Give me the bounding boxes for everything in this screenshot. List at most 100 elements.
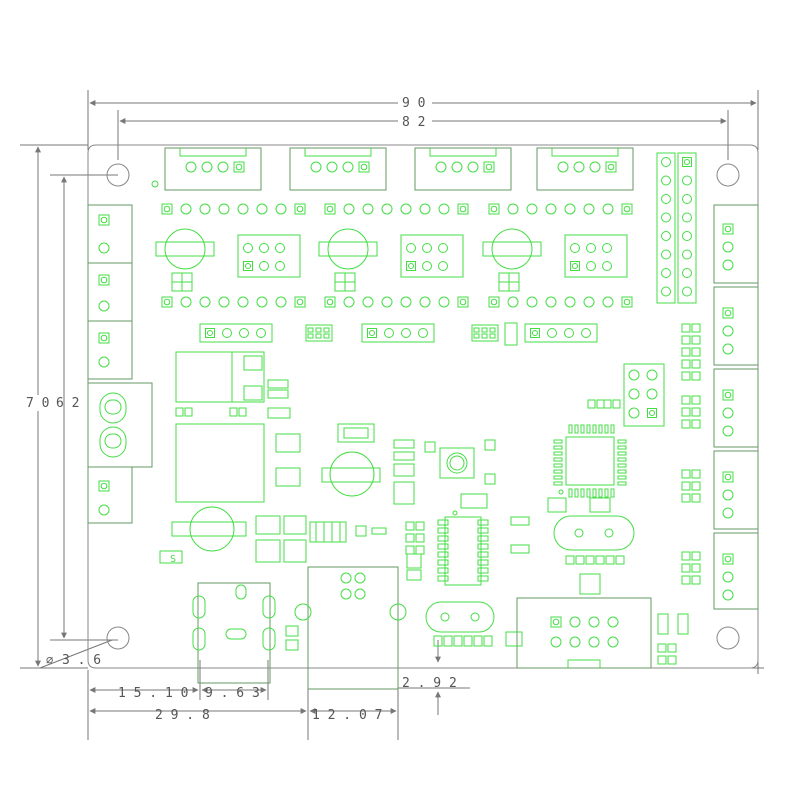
smd-pad <box>691 419 701 429</box>
pad-circle <box>661 268 671 278</box>
mcu-pin <box>604 424 609 434</box>
smd-pad <box>323 327 330 333</box>
smd-pad <box>275 467 301 487</box>
smd-pad <box>393 451 415 461</box>
mounting-hole <box>106 626 130 650</box>
pad-hole <box>490 205 498 213</box>
mcu-pin <box>592 488 597 498</box>
pad-circle <box>467 161 479 173</box>
pad-circle <box>438 261 448 271</box>
connector-key <box>304 148 372 157</box>
mcu-pin <box>617 439 627 444</box>
capacitor <box>327 228 369 270</box>
pad-circle <box>526 296 538 308</box>
board-outline <box>87 144 759 669</box>
bottom-header-outline <box>516 597 652 669</box>
connector-key <box>429 148 497 157</box>
smd-pad <box>229 407 238 417</box>
pad-circle <box>602 261 612 271</box>
smd-pad <box>159 550 183 564</box>
pad-circle <box>722 241 734 253</box>
pad-circle <box>586 243 596 253</box>
smd-pad <box>323 333 330 339</box>
smd-pad <box>243 355 263 371</box>
pad-hole <box>724 391 732 399</box>
power-jack-pin <box>99 426 127 458</box>
smd-pad <box>415 533 425 543</box>
smd-pad <box>285 625 299 637</box>
pad-hole <box>100 334 108 342</box>
pad-hole <box>623 205 631 213</box>
dim-height-total: 7 0 <box>26 396 49 411</box>
usb-shell-pin <box>262 595 276 619</box>
pad-circle <box>275 203 287 215</box>
dim-height-holes: 6 2 <box>56 396 79 411</box>
pad-circle <box>586 261 596 271</box>
pad-circle <box>381 203 393 215</box>
jumper-outline <box>564 234 628 278</box>
smd-pad <box>612 399 621 409</box>
right-terminal-outline <box>713 368 759 448</box>
capacitor <box>329 451 375 497</box>
pad-circle <box>401 328 411 338</box>
smd-pad <box>489 333 496 339</box>
pad-circle <box>422 243 432 253</box>
pad-square <box>98 274 110 286</box>
pad-square <box>722 307 734 319</box>
smd-pad <box>255 539 281 563</box>
cap-pad <box>171 521 247 537</box>
jumper-outline <box>237 234 301 278</box>
mcu-pin <box>553 481 563 486</box>
pad-square <box>205 328 215 338</box>
smd-pad <box>473 635 483 647</box>
smd-pad <box>443 635 453 647</box>
cap-box <box>337 423 375 443</box>
pad-hole <box>296 205 304 213</box>
smd-pad <box>505 631 523 647</box>
pad-circle <box>564 296 576 308</box>
mcu-body <box>565 436 615 486</box>
mcu-pin <box>586 488 591 498</box>
pad-square <box>722 389 734 401</box>
pad-square <box>98 480 110 492</box>
fiducial <box>151 180 159 188</box>
smd-pad <box>587 399 596 409</box>
pad-circle <box>180 296 192 308</box>
pad-circle <box>661 286 671 297</box>
smd-pad <box>691 347 701 357</box>
pad-circle <box>682 286 692 297</box>
button-actuator <box>449 455 465 471</box>
cap-pad <box>321 467 381 483</box>
smd-pad <box>283 515 307 535</box>
pad-circle <box>354 588 366 600</box>
pad-square <box>98 332 110 344</box>
mcu-pin <box>580 488 585 498</box>
connector-key <box>551 148 619 157</box>
pad-square <box>621 296 633 308</box>
dim-offset-usb: 2 9 . 8 <box>155 708 210 723</box>
pad-circle <box>259 261 269 271</box>
mcu-pin <box>553 475 563 480</box>
mcu-pin <box>617 463 627 468</box>
smd-pad <box>393 463 415 477</box>
ic-pin <box>477 551 489 558</box>
smd-pad <box>406 553 422 569</box>
smd-block <box>471 324 499 342</box>
pad-hole <box>163 205 171 213</box>
smd-block <box>305 324 333 342</box>
pad-circle <box>682 249 692 260</box>
mcu-pin <box>553 469 563 474</box>
mcu-pin <box>574 424 579 434</box>
smd-pad <box>681 323 691 333</box>
pad-circle <box>237 296 249 308</box>
pad-circle <box>602 243 612 253</box>
cap-pad <box>482 241 542 257</box>
mcu-pin <box>574 488 579 498</box>
pad-circle <box>400 296 412 308</box>
right-terminal-outline <box>713 450 759 530</box>
cap-pad <box>318 241 378 257</box>
mcu-pin <box>617 481 627 486</box>
pad-square <box>682 157 692 167</box>
smd-pad <box>681 395 691 405</box>
